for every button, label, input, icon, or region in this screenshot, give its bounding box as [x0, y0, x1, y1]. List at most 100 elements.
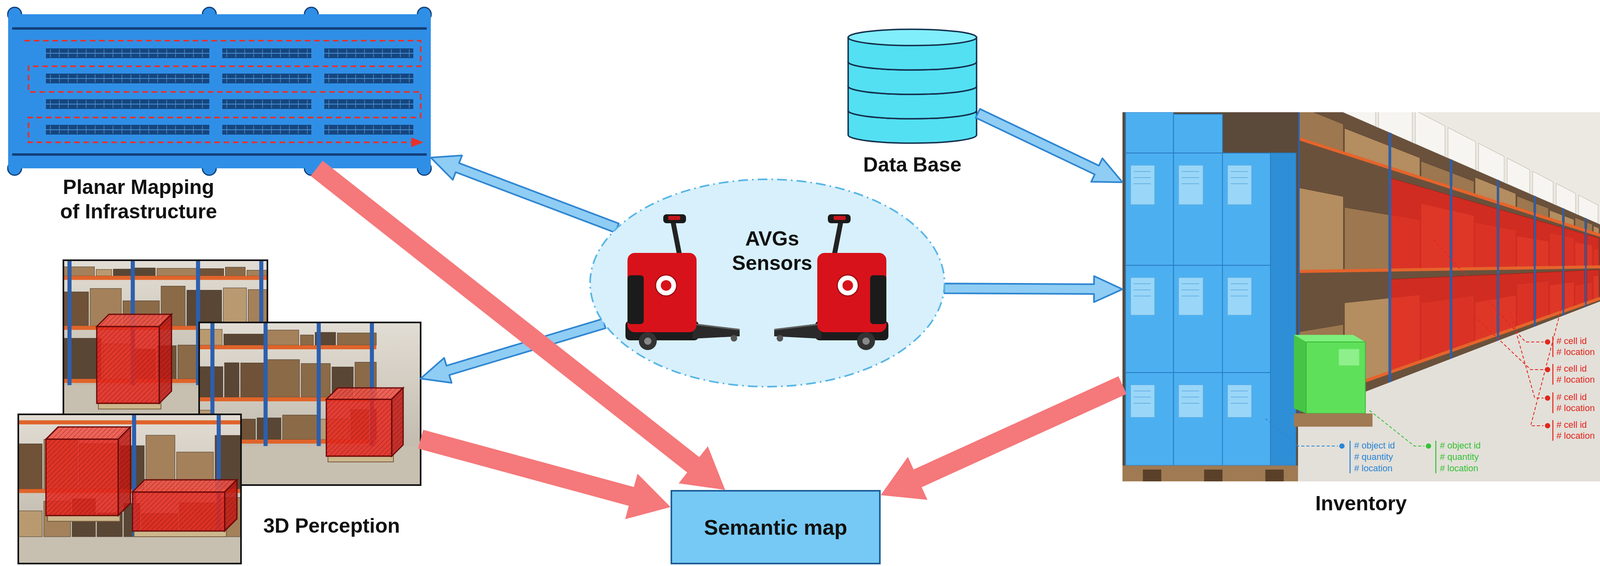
art-part: [112, 99, 114, 109]
art-part: [166, 74, 168, 83]
art-part: [226, 49, 228, 58]
callout-field: # quantity: [1354, 451, 1393, 462]
art-part: [328, 49, 330, 58]
art-part: [1425, 442, 1431, 449]
callout-field: # quantity: [1439, 451, 1479, 462]
art-part: [18, 510, 43, 537]
art-part: [166, 125, 168, 134]
art-part: [132, 267, 156, 276]
art-part: [224, 362, 239, 398]
art-part: [355, 125, 357, 134]
art-part: [121, 49, 123, 58]
art-part: [1544, 422, 1551, 428]
callout-field: # cell id: [1556, 392, 1587, 402]
art-part: [103, 49, 105, 58]
ellipse-label: AVGs Sensors: [718, 226, 826, 276]
art-part: [346, 99, 348, 109]
art-part: [1339, 442, 1345, 449]
art-part: [159, 314, 172, 404]
art-part: [1133, 183, 1151, 185]
art-part: [63, 260, 268, 417]
art-part: [201, 125, 203, 134]
art-part: [263, 322, 268, 446]
art-part: [58, 74, 60, 83]
art-part: [1388, 132, 1392, 383]
art-part: [1227, 384, 1252, 417]
art-part: [1178, 165, 1203, 205]
art-part: [226, 99, 228, 109]
art-part: [1296, 137, 1600, 236]
art-part: [300, 334, 314, 346]
art-part: [49, 125, 51, 134]
art-part: [306, 99, 308, 109]
art-part: [1390, 276, 1451, 372]
art-part: [85, 49, 87, 58]
art-part: [235, 99, 237, 109]
art-part: [248, 289, 268, 326]
art-part: [201, 49, 203, 58]
art-part: [76, 74, 78, 83]
art-part: [280, 99, 281, 109]
semantic-map-box: Semantic map: [670, 489, 881, 565]
art-part: [324, 48, 414, 59]
art-part: [235, 74, 237, 83]
art-part: [288, 125, 290, 134]
art-part: [355, 74, 357, 83]
art-part: [76, 99, 78, 109]
art-part: [18, 536, 241, 564]
art-part: [373, 74, 374, 83]
art-part: [382, 74, 383, 83]
art-part: [85, 99, 87, 109]
art-part: [226, 125, 228, 134]
art-part: [399, 74, 401, 83]
art-part: [132, 479, 237, 492]
art-part: [148, 74, 150, 83]
art-part: [193, 125, 194, 134]
art-part: [1230, 177, 1248, 179]
art-part: [265, 329, 299, 346]
art-part: [45, 426, 131, 439]
art-part: [139, 125, 141, 134]
art-part: [240, 362, 265, 398]
art-part: [316, 322, 321, 446]
art-part: [193, 49, 194, 58]
art-part: [1181, 396, 1200, 398]
art-part: [364, 99, 365, 109]
art-part: [157, 99, 159, 109]
art-part: [1125, 112, 1174, 153]
art-part: [1552, 419, 1554, 441]
art-part: [18, 443, 43, 489]
art-part: [1122, 112, 1600, 482]
perception-caption: 3D Perception: [250, 513, 413, 538]
art-part: [1230, 283, 1248, 285]
art-part: [157, 74, 159, 83]
art-part: [1181, 295, 1200, 297]
art-part: [96, 326, 160, 404]
art-part: [324, 73, 414, 84]
art-part: [18, 414, 241, 564]
art-part: [1293, 334, 1366, 342]
art-part: [244, 99, 246, 109]
art-part: [262, 99, 263, 109]
art-part: [399, 125, 401, 134]
art-part: [328, 125, 330, 134]
art-part: [364, 125, 365, 134]
art-part: [175, 99, 176, 109]
art-part: [326, 387, 404, 400]
art-part: [1133, 402, 1151, 404]
art-part: [390, 74, 392, 83]
callout-field: # cell id: [1556, 363, 1587, 374]
art-part: [271, 125, 272, 134]
art-part: [1230, 390, 1248, 392]
art-part: [118, 426, 131, 516]
art-part: [121, 74, 123, 83]
art-part: [159, 314, 172, 404]
art-part: [1562, 208, 1565, 316]
art-part: [1178, 384, 1203, 417]
art-part: [346, 74, 348, 83]
callout-field: # cell id: [1556, 419, 1587, 430]
box-label: Semantic map: [703, 514, 848, 540]
art-part: [1338, 349, 1360, 366]
art-part: [271, 49, 272, 58]
